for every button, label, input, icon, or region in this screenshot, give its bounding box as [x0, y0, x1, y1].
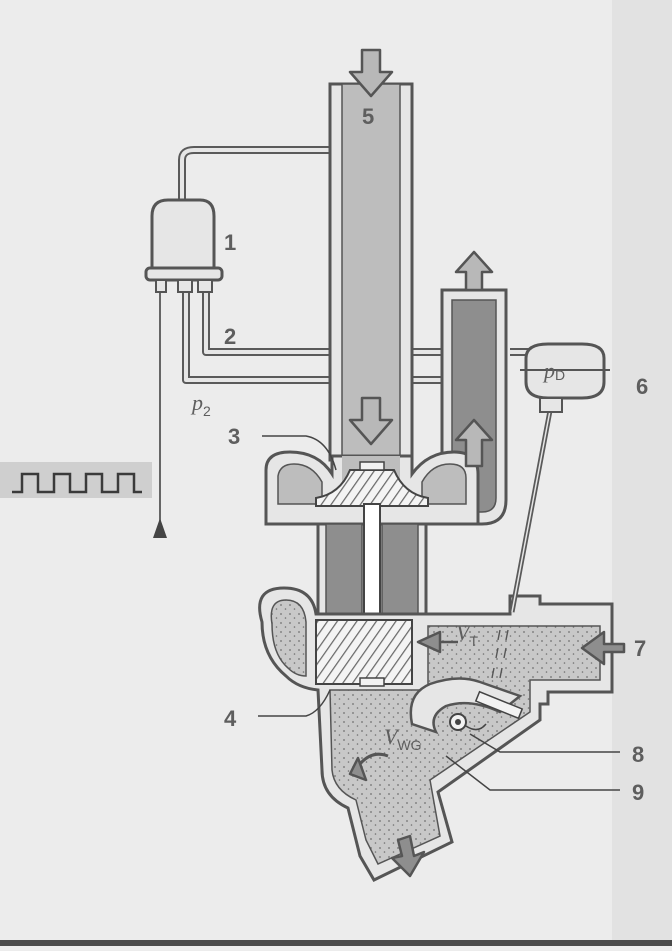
leader-4 [258, 689, 331, 717]
symbol-pd: pD [542, 358, 565, 383]
compressor-wheel [315, 469, 429, 507]
leader-8 [469, 733, 620, 753]
turbine-wheel [315, 619, 413, 685]
symbol-vt: VT [456, 620, 478, 649]
center-housing [316, 503, 428, 681]
turbine-housing [258, 586, 614, 882]
page-edge-shade [612, 0, 672, 946]
arrow-down-compressor-icon [348, 396, 394, 446]
control-signal [0, 290, 167, 538]
flow-ticks [491, 629, 509, 679]
arrow-exhaust-out-icon [390, 834, 426, 878]
leader-9 [445, 755, 620, 791]
page-bottom-edge [0, 940, 672, 946]
arrow-intake-icon [348, 48, 394, 98]
label-4: 4 [224, 706, 237, 731]
label-2: 2 [224, 324, 236, 349]
wastegate-flap [474, 690, 524, 720]
label-6: 6 [636, 374, 648, 399]
square-wave [12, 472, 142, 494]
label-9: 9 [632, 780, 644, 805]
symbol-vwg: VWG [384, 724, 422, 753]
leader-3 [262, 435, 337, 471]
leader-lines [258, 435, 620, 791]
label-5: 5 [362, 104, 374, 129]
arrow-up-duct-icon [454, 418, 494, 468]
signal-arrow-icon [153, 518, 167, 538]
arrow-turbine-inflow-icon [416, 630, 458, 654]
compressor-housing [264, 450, 480, 526]
wastegate-actuator [509, 342, 610, 613]
label-3: 3 [228, 424, 240, 449]
labels: 1 2 3 4 5 6 7 8 9 p2 pD VT VWG [190, 104, 648, 805]
boost-control-valve [144, 198, 224, 293]
arrow-wastegate-flow-icon [348, 756, 368, 782]
symbol-p2: p2 [190, 390, 211, 419]
line-valve-to-intake [178, 146, 332, 200]
label-7: 7 [634, 636, 646, 661]
arrow-up-outlet-icon [454, 250, 494, 292]
label-1: 1 [224, 230, 236, 255]
flow-arrows [348, 48, 626, 878]
label-8: 8 [632, 742, 644, 767]
arrow-exhaust-in-icon [580, 630, 626, 666]
